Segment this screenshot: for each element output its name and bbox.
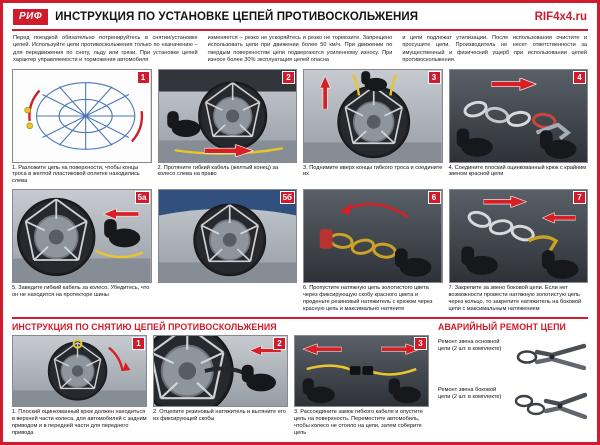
step-caption: 6. Пропустите натяжную цепь золотистого …	[303, 285, 433, 313]
intro-paragraph-1: Перед поездкой обязательно потренируйтес…	[13, 35, 198, 64]
removal-step-3-photo: 3	[294, 334, 429, 407]
step-number-badge: 2	[282, 70, 295, 84]
step-number-badge: 3	[427, 70, 441, 84]
step-5b-photo: 5б	[157, 189, 297, 284]
step-number-badge: 3	[414, 336, 427, 350]
repair-section: АВАРИЙНЫЙ РЕМОНТ ЦЕПИ Ремонт звена основ…	[438, 322, 588, 437]
removal-step-1: 1 1. Плоский оцинкованный крюк должен на…	[12, 334, 147, 437]
step-1-photo: 1	[12, 68, 152, 163]
step-caption: 3. Рассоедините замок гибкого кабеля и о…	[294, 408, 423, 436]
step-number-badge: 6	[427, 191, 441, 205]
install-step-7: 7 7. Закрепите за звено боковой цепи. Ес…	[448, 189, 588, 313]
step-number-badge: 5б	[279, 191, 295, 205]
install-step-3: 3 3. Поднимите вверх концы гибкого троса…	[303, 68, 443, 186]
step-caption: 3. Поднимите вверх концы гибкого троса и…	[303, 164, 443, 178]
removal-step-3: 3 3. Рассоедините замок гибкого кабеля и…	[294, 334, 429, 437]
header: РИФ ИНСТРУКЦИЯ ПО УСТАНОВКЕ ЦЕПЕЙ ПРОТИВ…	[12, 7, 588, 31]
repair-item-main-chain: Ремонт звена основной цепи (2 шт. в комп…	[438, 339, 588, 375]
page-title: ИНСТРУКЦИЯ ПО УСТАНОВКЕ ЦЕПЕЙ ПРОТИВОСКО…	[55, 11, 419, 23]
tension-chain-closeup	[304, 190, 442, 283]
step-caption: 1. Разложите цепь на поверхности, чтобы …	[12, 164, 140, 185]
step-caption: 1. Плоский оцинкованный крюк должен нахо…	[12, 408, 147, 436]
fasten-side-chain-closeup	[449, 190, 587, 283]
repair-item-side-chain: Ремонт звена боковой цепи (2 шт. в компл…	[438, 387, 588, 423]
step-number-badge: 4	[573, 70, 586, 84]
remove-tensioner-photo	[154, 335, 287, 406]
intro-paragraph-2: изменяется – резко не ускоряйтесь и резк…	[207, 35, 393, 64]
step-caption: 7. Закрепите за звено боковой цепи. Если…	[448, 285, 582, 313]
install-step-1: 1 1. Разложите цепь на поверхности, чтоб…	[12, 68, 152, 186]
section-divider	[12, 316, 588, 319]
install-step-5a: 5а 5. Заведите гибкий кабель за колесо. …	[12, 189, 152, 313]
pliers-double-link-icon	[514, 392, 588, 420]
intro-paragraph-3: и цепи подлежат утилизации. После исполь…	[402, 35, 588, 64]
step-number-badge: 1	[132, 336, 145, 350]
step-3-photo: 3	[303, 68, 443, 163]
removal-steps-grid: 1 1. Плоский оцинкованный крюк должен на…	[12, 334, 429, 437]
repair-item-label: Ремонт звена основной цепи (2 шт. в комп…	[438, 338, 502, 353]
step-number-badge: 7	[573, 191, 586, 205]
step-number-badge: 1	[136, 70, 150, 84]
chain-layout-diagram	[13, 69, 151, 162]
hook-position-photo	[13, 335, 146, 406]
lift-cable-photo	[304, 69, 442, 162]
pliers-chain-link-icon	[516, 343, 587, 371]
repair-title: АВАРИЙНЫЙ РЕМОНТ ЦЕПИ	[438, 321, 566, 332]
unlock-cable-photo	[295, 335, 428, 406]
wheel-cable-photo	[158, 69, 296, 162]
step-caption: 2. Отцепите резиновый натяжитель и вытян…	[153, 408, 286, 422]
step-caption: 2. Протяните гибкий кабель (желтый конец…	[157, 164, 279, 178]
removal-title: ИНСТРУКЦИЯ ПО СНЯТИЮ ЦЕПЕЙ ПРОТИВОСКОЛЬЖ…	[12, 321, 277, 332]
removal-step-1-photo: 1	[12, 334, 147, 407]
removal-section: ИНСТРУКЦИЯ ПО СНЯТИЮ ЦЕПЕЙ ПРОТИВОСКОЛЬЖ…	[12, 322, 429, 437]
repair-item-label: Ремонт звена боковой цепи (2 шт. в компл…	[438, 386, 502, 401]
step-7-photo: 7	[448, 189, 588, 284]
hook-connect-closeup	[449, 69, 587, 162]
install-step-2: 2 2. Протяните гибкий кабель (желтый кон…	[157, 68, 297, 186]
mounted-chain-photo	[158, 190, 296, 283]
install-steps-grid: 1 1. Разложите цепь на поверхности, чтоб…	[12, 68, 588, 313]
cable-behind-wheel-photo	[13, 190, 151, 283]
step-2-photo: 2	[157, 68, 297, 163]
install-step-4: 4 4. Соедините плоский оцинкованный крюк…	[448, 68, 588, 186]
step-4-photo: 4	[448, 68, 588, 163]
step-number-badge: 5а	[134, 191, 150, 205]
intro-text: Перед поездкой обязательно потренируйтес…	[12, 31, 588, 69]
bottom-section: ИНСТРУКЦИЯ ПО СНЯТИЮ ЦЕПЕЙ ПРОТИВОСКОЛЬЖ…	[12, 322, 588, 437]
step-number-badge: 2	[273, 336, 286, 350]
step-5a-photo: 5а	[12, 189, 152, 284]
install-step-6: 6 6. Пропустите натяжную цепь золотистог…	[303, 189, 443, 313]
step-caption: 5. Заведите гибкий кабель за колесо. Убе…	[12, 285, 150, 299]
install-step-5b: 5б	[157, 189, 297, 313]
removal-step-2: 2 2. Отцепите резиновый натяжитель и выт…	[153, 334, 288, 437]
step-6-photo: 6	[303, 189, 443, 284]
step-caption: 4. Соедините плоский оцинкованный крюк с…	[448, 164, 587, 178]
rif-logo: РИФ	[13, 9, 49, 25]
site-url: RIF4x4.ru	[534, 11, 587, 23]
removal-step-2-photo: 2	[153, 334, 288, 407]
